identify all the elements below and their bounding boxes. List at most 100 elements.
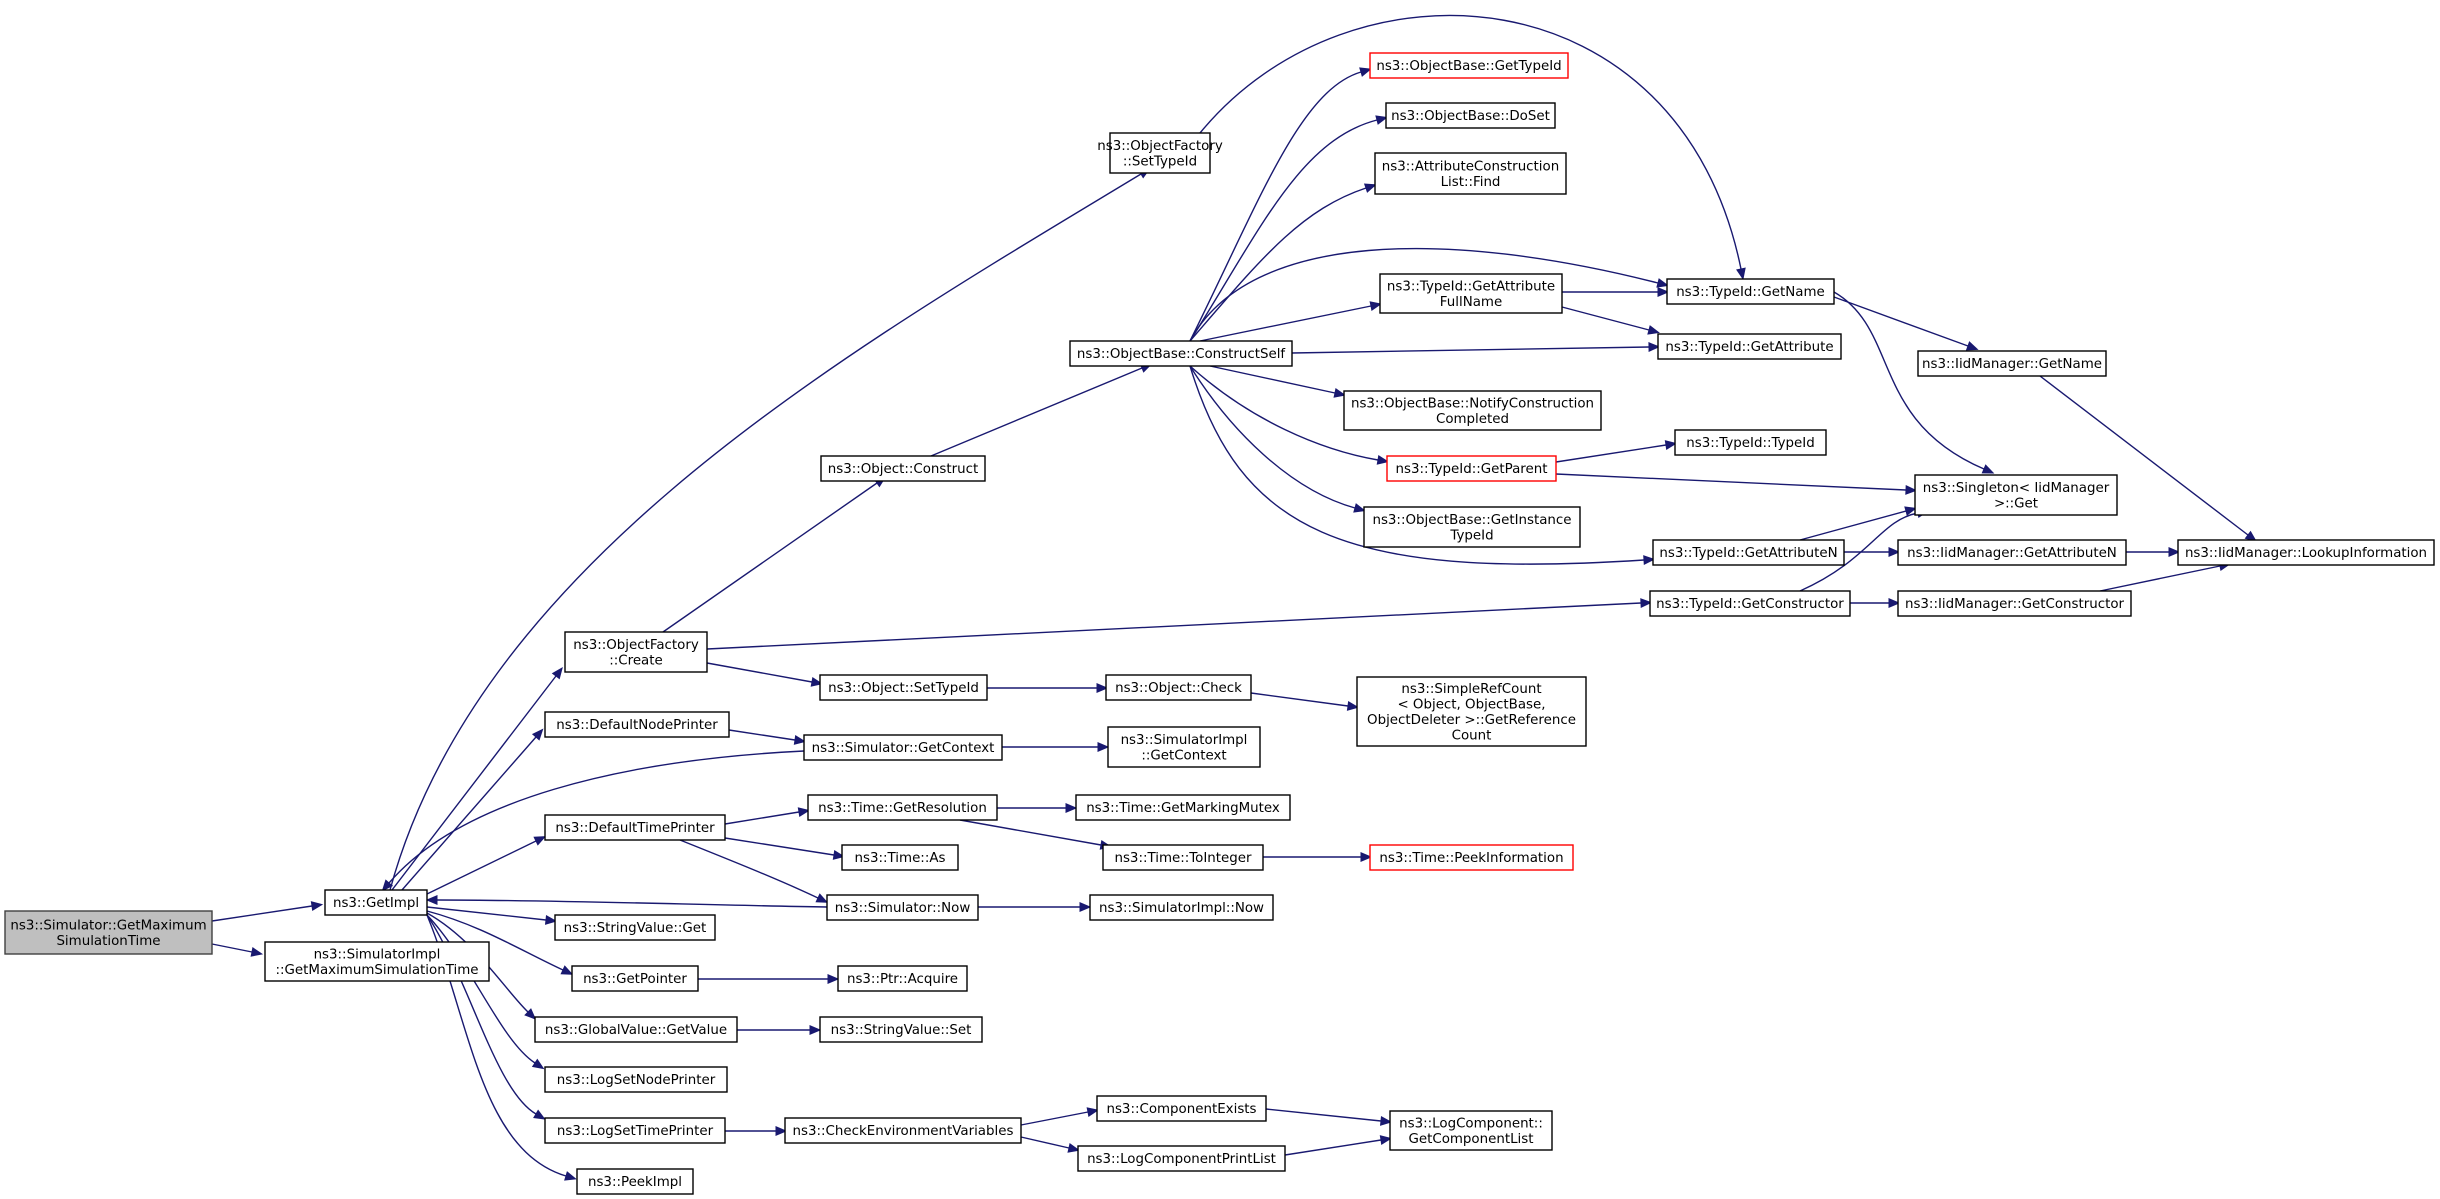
arrow-head-icon	[1086, 1107, 1100, 1117]
edge-line	[1189, 365, 1645, 565]
node-object-check[interactable]: ns3::Object::Check	[1105, 674, 1252, 701]
node-label-line: ns3::IidManager::GetConstructor	[1905, 597, 2125, 612]
node-time-getresolution[interactable]: ns3::Time::GetResolution	[807, 794, 998, 821]
edge-objectbase_constructself-to-typeid_getattributefullname	[1199, 301, 1383, 342]
node-time-as[interactable]: ns3::Time::As	[841, 844, 959, 871]
node-simimpl-now[interactable]: ns3::SimulatorImpl::Now	[1089, 894, 1274, 921]
arrow-head-icon	[1640, 598, 1653, 608]
node-default-time-printer[interactable]: ns3::DefaultTimePrinter	[544, 814, 726, 841]
node-label-line: ns3::AttributeConstruction	[1382, 159, 1559, 174]
node-singleton-iidmanager-get[interactable]: ns3::Singleton< IidManager>::Get	[1914, 474, 2118, 516]
node-box	[1389, 1110, 1553, 1151]
node-typeid-getconstructor[interactable]: ns3::TypeId::GetConstructor	[1649, 590, 1851, 617]
node-ptr-acquire[interactable]: ns3::Ptr::Acquire	[837, 965, 968, 992]
node-object-settypeid[interactable]: ns3::Object::SetTypeId	[819, 674, 988, 701]
node-logsetnodeprinter[interactable]: ns3::LogSetNodePrinter	[544, 1066, 728, 1093]
arrow-head-icon	[1657, 287, 1670, 297]
node-iidmanager-getconstructor[interactable]: ns3::IidManager::GetConstructor	[1897, 590, 2132, 617]
node-simimpl-getcontext[interactable]: ns3::SimulatorImpl::GetContext	[1107, 726, 1261, 768]
edge-of_create-to-object_construct	[662, 476, 887, 633]
node-iidmanager-lookupinformation[interactable]: ns3::IidManager::LookupInformation	[2177, 539, 2435, 566]
node-time-tointeger[interactable]: ns3::Time::ToInteger	[1102, 844, 1264, 871]
node-box	[1343, 390, 1602, 431]
node-box	[264, 941, 490, 982]
arrow-head-icon	[1369, 301, 1383, 311]
edge-simulator_now-to-simimpl_now	[978, 902, 1092, 912]
node-label-line: ns3::SimpleRefCount	[1401, 682, 1541, 697]
node-iidmanager-getattributen[interactable]: ns3::IidManager::GetAttributeN	[1897, 539, 2127, 566]
node-of-create[interactable]: ns3::ObjectFactory::Create	[564, 631, 708, 673]
edge-line	[1291, 346, 1650, 354]
node-logcomponentprintlist[interactable]: ns3::LogComponentPrintList	[1077, 1145, 1286, 1172]
edge-line	[1555, 444, 1667, 463]
node-typeid-getattribute[interactable]: ns3::TypeId::GetAttribute	[1657, 333, 1842, 360]
node-label-line: ns3::ObjectFactory	[573, 638, 699, 653]
node-simplerefcount-getreferencecount[interactable]: ns3::SimpleRefCount< Object, ObjectBase,…	[1356, 676, 1587, 747]
node-time-peekinformation[interactable]: ns3::Time::PeekInformation	[1369, 844, 1574, 871]
node-box	[554, 914, 716, 941]
node-getimpl[interactable]: ns3::GetImpl	[324, 889, 428, 916]
node-typeid-typeid[interactable]: ns3::TypeId::TypeId	[1674, 429, 1827, 456]
node-label-line: >::Get	[1994, 496, 2038, 511]
edge-typeid_getconstructor-to-iidmanager_getconstructor	[1850, 598, 1901, 608]
arrow-head-icon	[1888, 547, 1901, 557]
node-label-line: ns3::LogComponent::	[1399, 1116, 1543, 1131]
edge-line	[426, 910, 564, 971]
edge-line	[426, 914, 536, 1064]
arrow-head-icon	[1647, 325, 1660, 335]
node-typeid-getname[interactable]: ns3::TypeId::GetName	[1666, 278, 1835, 305]
node-logcomponent-getcomponentlist[interactable]: ns3::LogComponent::GetComponentList	[1389, 1110, 1553, 1151]
node-label-line: ns3::Singleton< IidManager	[1923, 481, 2110, 496]
node-label-line: ns3::ObjectFactory	[1097, 139, 1223, 154]
node-objectbase-doset[interactable]: ns3::ObjectBase::DoSet	[1385, 102, 1556, 129]
node-peekimpl[interactable]: ns3::PeekImpl	[576, 1168, 694, 1195]
node-label-line: ns3::IidManager::GetName	[1922, 357, 2102, 372]
arrow-head-icon	[810, 677, 824, 687]
arrow-head-icon	[524, 1008, 537, 1020]
node-label-line: FullName	[1440, 295, 1502, 310]
node-root[interactable]: ns3::Simulator::GetMaximumSimulationTime	[4, 910, 213, 955]
node-simimpl-getmax[interactable]: ns3::SimulatorImpl::GetMaximumSimulation…	[264, 941, 490, 982]
node-componentexists[interactable]: ns3::ComponentExists	[1096, 1095, 1267, 1122]
node-iidmanager-getname[interactable]: ns3::IidManager::GetName	[1917, 350, 2107, 377]
edge-line	[728, 729, 796, 741]
node-simulator-getcontext[interactable]: ns3::Simulator::GetContext	[803, 734, 1003, 761]
node-stringvalue-get[interactable]: ns3::StringValue::Get	[554, 914, 716, 941]
arrow-head-icon	[1363, 183, 1377, 193]
node-of-settypeid[interactable]: ns3::ObjectFactory::SetTypeId	[1097, 132, 1223, 174]
node-objectbase-constructself[interactable]: ns3::ObjectBase::ConstructSelf	[1069, 340, 1293, 367]
node-box	[544, 1066, 728, 1093]
node-objectbase-gettypeid[interactable]: ns3::ObjectBase::GetTypeId	[1369, 52, 1569, 79]
arrow-head-icon	[531, 1058, 545, 1070]
arrow-head-icon	[1379, 1135, 1393, 1145]
node-check-env-vars[interactable]: ns3::CheckEnvironmentVariables	[784, 1117, 1022, 1144]
node-label-line: ns3::ComponentExists	[1106, 1102, 1256, 1117]
node-label-line: ns3::TypeId::TypeId	[1686, 436, 1814, 451]
arrow-head-icon	[1379, 1116, 1393, 1126]
edge-objectbase_constructself-to-typeid_getattribute	[1291, 342, 1661, 354]
node-stringvalue-set[interactable]: ns3::StringValue::Set	[819, 1016, 983, 1043]
node-logsettimeprinter[interactable]: ns3::LogSetTimePrinter	[544, 1117, 726, 1144]
edge-objectbase_constructself-to-objectbase_doset	[1189, 115, 1388, 342]
node-objectbase-notifyconstructioncompleted[interactable]: ns3::ObjectBase::NotifyConstructionCompl…	[1343, 390, 1602, 431]
edge-iidmanager_getconstructor-to-iidmanager_lookupinformation	[2099, 561, 2232, 592]
edge-time_getresolution-to-time_getmarkingmutex	[997, 803, 1078, 813]
node-object-construct[interactable]: ns3::Object::Construct	[820, 455, 986, 482]
node-globalvalue-getvalue[interactable]: ns3::GlobalValue::GetValue	[534, 1016, 738, 1043]
node-getpointer[interactable]: ns3::GetPointer	[571, 965, 699, 992]
node-box	[826, 894, 979, 921]
node-label-line: ns3::Time::GetResolution	[818, 801, 987, 816]
node-time-getmarkingmutex[interactable]: ns3::Time::GetMarkingMutex	[1075, 794, 1291, 821]
node-box	[841, 844, 959, 871]
node-typeid-getattributen[interactable]: ns3::TypeId::GetAttributeN	[1652, 539, 1845, 566]
arrow-head-icon	[1353, 503, 1366, 513]
node-label-line: ns3::TypeId::GetConstructor	[1656, 597, 1844, 612]
node-default-node-printer[interactable]: ns3::DefaultNodePrinter	[544, 711, 730, 738]
node-typeid-getparent[interactable]: ns3::TypeId::GetParent	[1386, 455, 1557, 482]
node-label-line: ns3::StringValue::Get	[564, 921, 707, 936]
node-simulator-now[interactable]: ns3::Simulator::Now	[826, 894, 979, 921]
node-label-line: ns3::TypeId::GetName	[1676, 285, 1825, 300]
